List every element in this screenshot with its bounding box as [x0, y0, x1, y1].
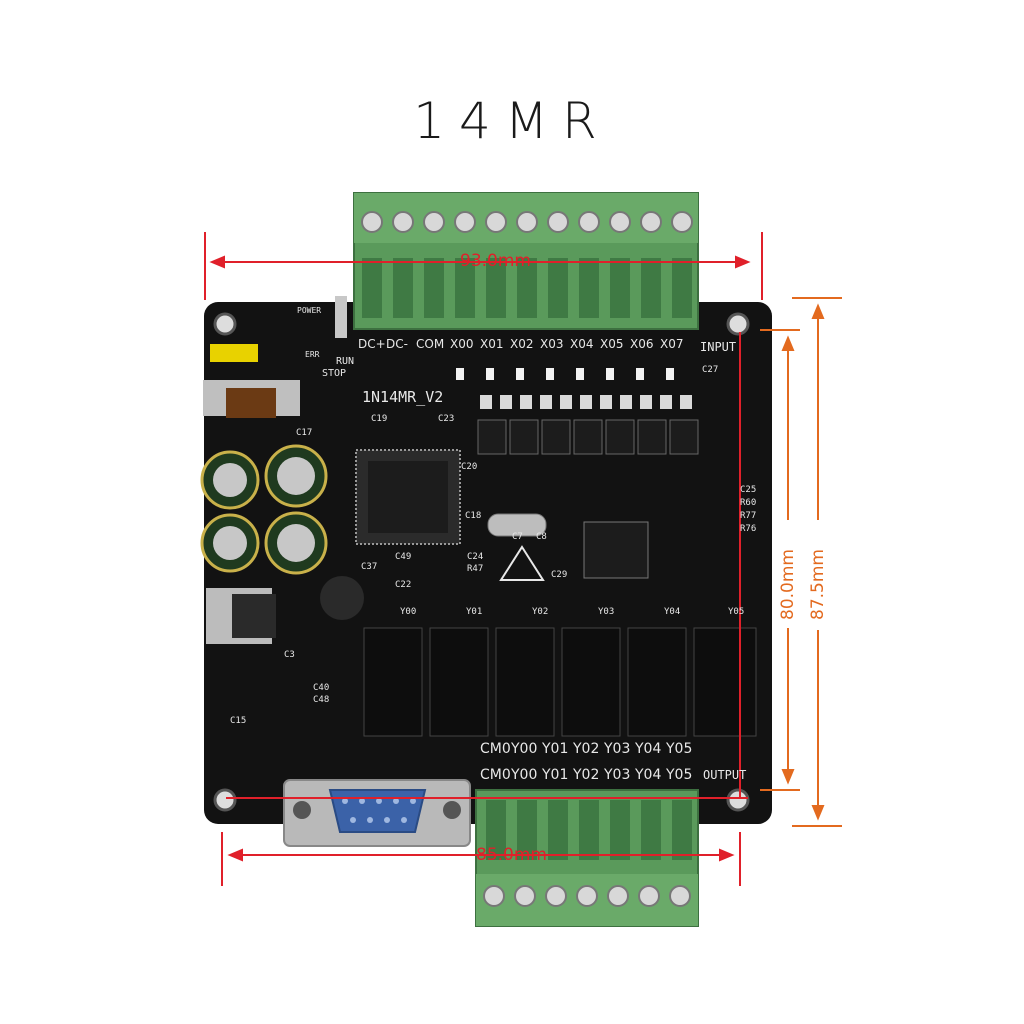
width-bottom-label: 85.0mm: [476, 845, 547, 865]
input-terminal-x02: X02: [510, 337, 534, 351]
input-terminal-x00: X00: [450, 337, 474, 351]
product-title: 14MR: [413, 92, 611, 150]
relay-label-y04: Y04: [664, 607, 681, 617]
relay-label-y03: Y03: [598, 607, 615, 617]
dimension-lines: [204, 232, 763, 886]
esd-warning-icon: [499, 545, 545, 581]
output-terminal-y04-lower: Y04: [635, 767, 662, 783]
board-model-label: 1N14MR_V2: [362, 388, 444, 406]
stop-label: STOP: [322, 368, 347, 379]
output-terminal-y05-lower: Y05: [666, 767, 693, 783]
component-c49: C49: [395, 552, 412, 562]
relay-label-y05: Y05: [728, 607, 745, 617]
output-screws: [483, 885, 691, 907]
optocoupler-row: [477, 419, 699, 455]
output-terminal-y05: Y05: [666, 741, 693, 757]
input-screws: [361, 211, 693, 233]
input-terminal-com: COM: [416, 337, 445, 351]
component-c27: C27: [702, 365, 719, 375]
run-label: RUN: [336, 356, 355, 367]
component-c37: C37: [361, 562, 378, 572]
relay-label-y02: Y02: [532, 607, 549, 617]
component-c24: C24: [467, 552, 484, 562]
input-terminal-dc-plus: DC+: [358, 337, 386, 351]
power-label: POWER: [297, 306, 322, 315]
output-terminal-y02-lower: Y02: [573, 767, 600, 783]
output-terminal-y03-lower: Y03: [604, 767, 631, 783]
output-terminal-y02: Y02: [573, 741, 600, 757]
component-c48: C48: [313, 695, 330, 705]
height-outer-label: 87.5mm: [808, 549, 828, 620]
output-terminal-y01-lower: Y01: [542, 767, 569, 783]
output-terminal-block: [475, 789, 699, 927]
component-c22: C22: [395, 580, 412, 590]
output-terminal-y01: Y01: [542, 741, 569, 757]
mount-hole-tl: [213, 312, 237, 336]
component-r77: R77: [740, 511, 757, 521]
component-c29: C29: [551, 570, 568, 580]
mount-hole-bl: [213, 788, 237, 812]
component-c40: C40: [313, 683, 330, 693]
relay-label-y01: Y01: [466, 607, 483, 617]
input-led-row: [456, 368, 674, 380]
component-r60: R60: [740, 498, 757, 508]
mount-hole-br: [726, 788, 750, 812]
err-label: ERR: [305, 350, 320, 359]
output-terminal-y00: Y00: [511, 741, 538, 757]
input-terminal-x03: X03: [540, 337, 564, 351]
input-terminal-x05: X05: [600, 337, 624, 351]
electrolytic-capacitors: [200, 444, 364, 620]
relay-driver-chip: [583, 521, 649, 579]
db9-serial-port: [283, 779, 471, 847]
input-terminal-dc-minus: DC-: [386, 337, 408, 351]
input-terminal-x04: X04: [570, 337, 594, 351]
component-c23: C23: [438, 414, 455, 424]
input-terminal-x06: X06: [630, 337, 654, 351]
output-terminal-y03: Y03: [604, 741, 631, 757]
width-top-label: 93.0mm: [460, 251, 531, 271]
output-terminal-cm0: CM0: [480, 741, 511, 757]
component-c8: C8: [536, 532, 547, 542]
microcontroller-chip: [355, 449, 461, 545]
component-c15: C15: [230, 716, 247, 726]
output-terminal-cm0-lower: CM0: [480, 767, 511, 783]
component-c7: C7: [512, 532, 523, 542]
run-stop-switch: [335, 296, 347, 338]
relay-label-y00: Y00: [400, 607, 417, 617]
mount-hole-tr: [726, 312, 750, 336]
output-terminal-y04: Y04: [635, 741, 662, 757]
output-header-label: OUTPUT: [703, 768, 747, 782]
component-c18: C18: [465, 511, 482, 521]
smd-resistor-row: [480, 395, 692, 409]
input-header-label: INPUT: [700, 340, 737, 354]
component-r47: R47: [467, 564, 484, 574]
crystal-oscillator: [487, 513, 547, 537]
inductor: [203, 344, 300, 418]
component-c3: C3: [284, 650, 295, 660]
component-c20: C20: [461, 462, 478, 472]
height-inner-label: 80.0mm: [778, 549, 798, 620]
component-r76: R76: [740, 524, 757, 534]
component-c17: C17: [296, 428, 313, 438]
input-terminal-x01: X01: [480, 337, 504, 351]
output-terminal-y00-lower: Y00: [511, 767, 538, 783]
relay-row: [363, 627, 757, 737]
component-c19: C19: [371, 414, 388, 424]
input-terminal-x07: X07: [660, 337, 684, 351]
vertical-dimensions: [760, 297, 842, 827]
component-c25: C25: [740, 485, 757, 495]
